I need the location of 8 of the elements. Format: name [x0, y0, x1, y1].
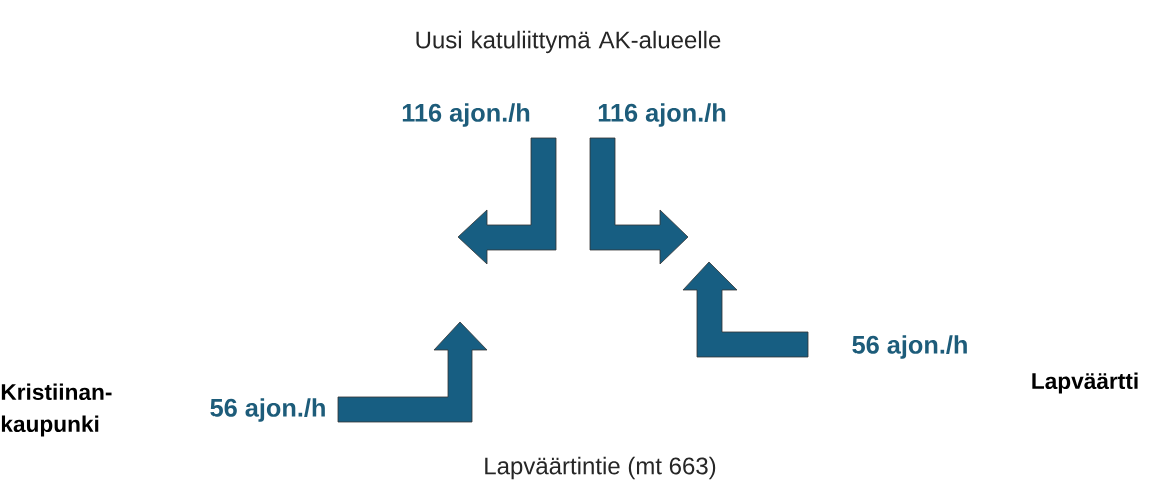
volume-label: 116 ajon./h: [402, 103, 530, 127]
place-label: Lapväärtintie (mt 663): [485, 456, 716, 480]
place-label: Uusi katuliittymä AK-alueelle: [416, 30, 721, 54]
volume-label: 56 ajon./h: [210, 398, 325, 422]
volume-label: 56 ajon./h: [852, 335, 967, 359]
place-label: Lapväärtti: [1032, 372, 1138, 394]
place-label: Kristiinan-kaupunki: [1, 383, 112, 437]
volume-label: 116 ajon./h: [598, 103, 726, 127]
